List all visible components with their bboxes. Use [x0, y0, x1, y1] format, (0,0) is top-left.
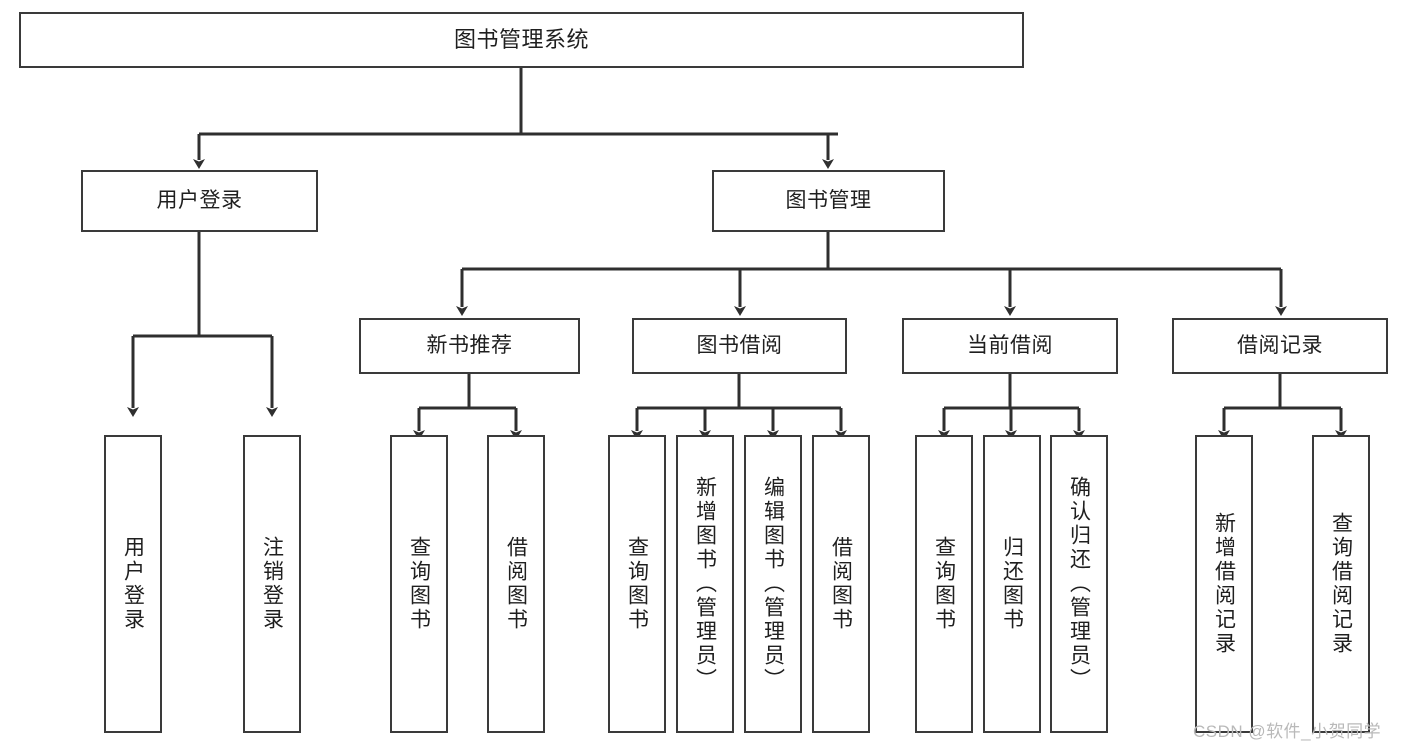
node-label: 借阅图书 — [829, 536, 853, 632]
node-label: 查询借阅记录 — [1329, 512, 1353, 656]
node-label: 归还图书 — [1000, 536, 1024, 632]
leaf-book-borrow-add-book-admin[interactable]: 新增图书（管理员） — [676, 435, 734, 733]
node-new-book-recommendation[interactable]: 新书推荐 — [359, 318, 580, 374]
node-label: 用户登录 — [121, 536, 145, 632]
leaf-user-login-login[interactable]: 用户登录 — [104, 435, 162, 733]
node-label: 图书管理 — [785, 188, 872, 212]
node-label: 借阅记录 — [1237, 333, 1323, 357]
leaf-book-borrow-edit-book-admin[interactable]: 编辑图书（管理员） — [744, 435, 802, 733]
csdn-watermark: CSDN @软件_小贺同学 — [1193, 722, 1382, 741]
leaf-current-borrow-return-books[interactable]: 归还图书 — [983, 435, 1041, 733]
leaf-book-borrow-query-books[interactable]: 查询图书 — [608, 435, 666, 733]
node-label: 新书推荐 — [426, 333, 513, 357]
leaf-book-borrow-borrow-books[interactable]: 借阅图书 — [812, 435, 870, 733]
node-borrowing-records[interactable]: 借阅记录 — [1172, 318, 1388, 374]
node-user-login[interactable]: 用户登录 — [81, 170, 318, 232]
node-label: 查询图书 — [625, 536, 649, 632]
node-book-management[interactable]: 图书管理 — [712, 170, 945, 232]
node-label: 用户登录 — [156, 188, 243, 212]
node-label: 查询图书 — [932, 536, 956, 632]
node-label: 当前借阅 — [967, 333, 1053, 357]
leaf-new-book-query-books[interactable]: 查询图书 — [390, 435, 448, 733]
node-label: 编辑图书（管理员） — [761, 476, 785, 692]
node-book-borrowing[interactable]: 图书借阅 — [632, 318, 847, 374]
leaf-borrow-record-query-record[interactable]: 查询借阅记录 — [1312, 435, 1370, 733]
leaf-borrow-record-add-record[interactable]: 新增借阅记录 — [1195, 435, 1253, 733]
leaf-current-borrow-confirm-return-admin[interactable]: 确认归还（管理员） — [1050, 435, 1108, 733]
node-label: 图书管理系统 — [453, 27, 589, 53]
node-label: 查询图书 — [407, 536, 431, 632]
leaf-current-borrow-query-books[interactable]: 查询图书 — [915, 435, 973, 733]
node-label: 借阅图书 — [504, 536, 528, 632]
node-label: 注销登录 — [260, 536, 284, 632]
node-label: 新增图书（管理员） — [693, 476, 717, 692]
node-current-borrowing[interactable]: 当前借阅 — [902, 318, 1118, 374]
leaf-new-book-borrow-books[interactable]: 借阅图书 — [487, 435, 545, 733]
node-label: 新增借阅记录 — [1212, 512, 1236, 656]
leaf-user-login-logout[interactable]: 注销登录 — [243, 435, 301, 733]
node-label: 确认归还（管理员） — [1067, 476, 1091, 692]
node-label: 图书借阅 — [696, 333, 783, 357]
node-root-book-management-system[interactable]: 图书管理系统 — [19, 12, 1024, 68]
